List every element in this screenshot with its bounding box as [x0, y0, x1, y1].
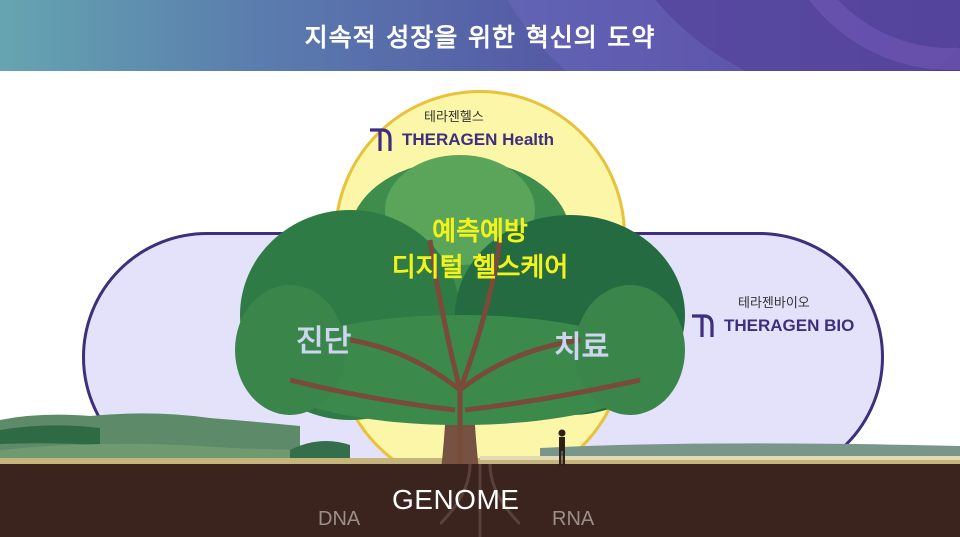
theragen-health-brand: 테라젠헬스 THERAGEN Health — [368, 106, 554, 153]
predictive-label-line2: 디지털 헬스케어 — [391, 253, 569, 283]
theragen-bio-brand: 테라젠바이오 THERAGEN BIO — [690, 292, 854, 339]
bio-korean-name: 테라젠바이오 — [738, 296, 810, 311]
theragen-logo-icon — [692, 314, 714, 337]
root-illustration — [440, 464, 520, 537]
header-banner: 지속적 성장을 위한 혁신의 도약 — [0, 0, 960, 71]
genome-label: GENOME — [392, 484, 520, 515]
diagnosis-label: 진단 — [296, 324, 352, 359]
theragen-logo-icon — [370, 128, 392, 151]
page-title: 지속적 성장을 위한 혁신의 도약 — [304, 22, 656, 52]
predictive-healthcare-label: 예측예방 디지털 헬스케어 — [330, 214, 630, 286]
dna-label: DNA — [318, 508, 361, 530]
person-figure — [558, 429, 566, 466]
health-korean-name: 테라젠헬스 — [424, 110, 484, 125]
bio-english-name: THERAGEN BIO — [724, 316, 855, 335]
treatment-label: 치료 — [554, 330, 610, 365]
health-english-name: THERAGEN Health — [402, 130, 555, 149]
rna-label: RNA — [552, 508, 595, 530]
tree-illustration — [235, 155, 685, 480]
predictive-label-line1: 예측예방 — [432, 217, 528, 247]
